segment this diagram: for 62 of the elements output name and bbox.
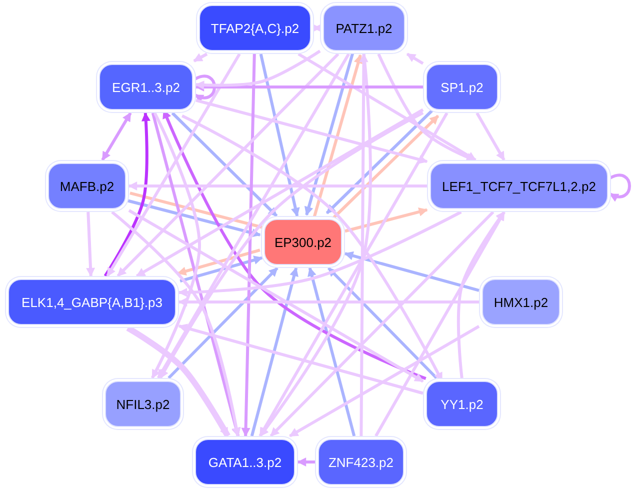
arrow	[150, 112, 201, 379]
arrow	[344, 251, 480, 292]
arrow	[359, 53, 368, 436]
arrow	[344, 208, 428, 233]
arrow	[128, 199, 261, 238]
arrow	[476, 112, 506, 161]
arrow	[86, 212, 96, 277]
arrow	[136, 108, 424, 278]
arrow	[259, 54, 300, 217]
arrow	[241, 54, 256, 437]
arrow	[193, 52, 208, 62]
arrow	[128, 182, 427, 190]
arrow	[111, 210, 241, 437]
arrow	[195, 50, 321, 90]
arrow	[106, 53, 241, 277]
arrow	[327, 266, 438, 380]
arrow	[289, 325, 480, 438]
gene-node: PATZ1.p2	[323, 5, 405, 51]
arrow	[331, 114, 440, 220]
gene-node: HMX1.p2	[482, 279, 560, 325]
arrow	[168, 266, 278, 380]
arrow	[312, 24, 322, 32]
gene-node: TFAP2{A,C}.p2	[199, 5, 311, 51]
gene-node: NFIL3.p2	[105, 381, 181, 427]
gene-node: MAFB.p2	[48, 163, 126, 209]
gene-node: YY1.p2	[426, 381, 498, 427]
arrow	[128, 209, 424, 383]
arrow	[151, 112, 240, 437]
arrow	[101, 112, 132, 161]
gene-node: ZNF423.p2	[318, 439, 404, 485]
arrow	[406, 52, 424, 65]
arrow	[104, 112, 150, 277]
arrow	[609, 174, 631, 202]
arrow	[456, 211, 506, 378]
arrow	[250, 267, 298, 436]
arrow	[304, 52, 354, 216]
arrow	[312, 54, 363, 218]
arrow	[180, 256, 263, 283]
gene-node: ELK1,4_GABP{A,B1}.p3	[8, 279, 176, 325]
arrow	[171, 112, 278, 218]
arrow	[178, 298, 479, 306]
arrow	[374, 211, 506, 437]
arrow	[178, 210, 462, 297]
arrow	[194, 74, 216, 102]
arrow	[116, 52, 340, 278]
arrow	[196, 98, 428, 164]
gene-node: GATA1..3.p2	[195, 439, 295, 485]
arrow	[258, 112, 448, 437]
arrow	[308, 267, 356, 436]
arrow	[178, 324, 424, 395]
arrow	[326, 109, 434, 214]
gene-node: LEF1_TCF7_TCF7L1,2.p2	[430, 163, 608, 209]
arrow	[156, 53, 350, 379]
arrow	[298, 52, 476, 162]
gene-node: EGR1..3.p2	[99, 64, 193, 110]
arrow	[195, 82, 423, 92]
arrow	[177, 248, 260, 276]
gene-node: SP1.p2	[426, 64, 498, 110]
arrow	[126, 325, 230, 438]
arrow	[270, 210, 494, 438]
gene-node: EP300.p2	[264, 219, 342, 265]
arrow	[297, 458, 315, 466]
